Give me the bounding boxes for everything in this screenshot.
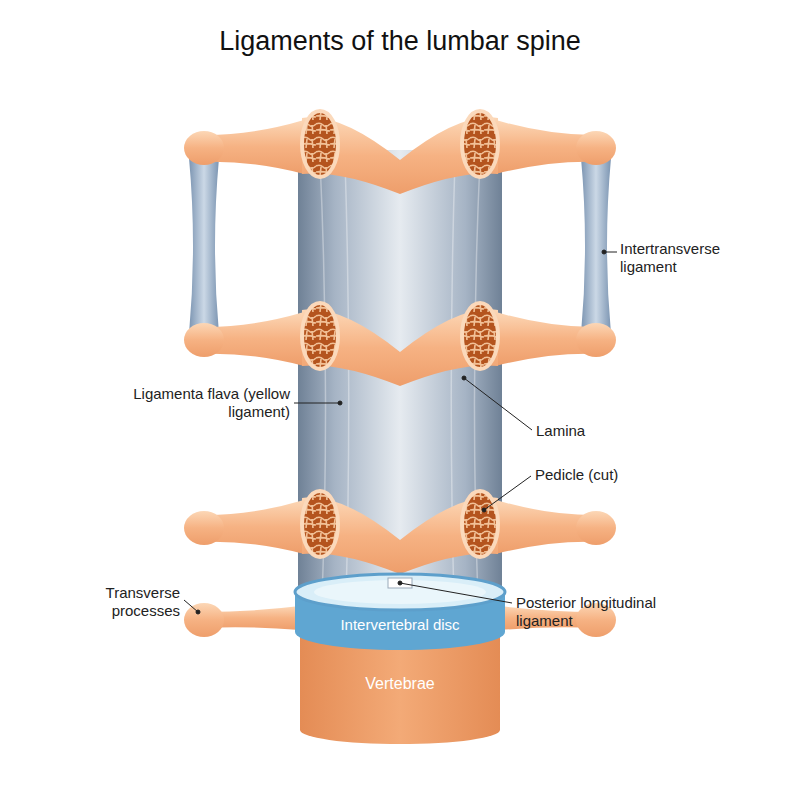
vertebral-body — [300, 636, 500, 744]
vertebral-arch — [184, 303, 616, 386]
disc-box: Intervertebral disc — [305, 612, 495, 636]
vertebral-arch — [184, 111, 616, 194]
part-label: Transverse processes — [80, 584, 180, 620]
posterior-longitudinal-ligament — [388, 578, 412, 588]
part-label: Intertransverse ligament — [620, 240, 760, 276]
node-text: Intervertebral disc — [340, 616, 459, 633]
diagram-title: Ligaments of the lumbar spine — [0, 26, 800, 57]
node-text: Vertebrae — [365, 675, 434, 693]
nucleus — [314, 580, 486, 604]
part-label: Pedicle (cut) — [535, 466, 655, 484]
disc-top — [295, 574, 505, 610]
intertransverse-ligament — [581, 158, 611, 334]
part-label: Posterior longitudinal ligament — [516, 594, 666, 630]
part-label: Lamina — [536, 422, 626, 440]
vertebral-arch — [184, 491, 616, 574]
part-label: Ligamenta flava (yellow ligament) — [110, 385, 290, 421]
vertebra-box: Vertebrae — [325, 669, 475, 699]
transverse-process — [184, 603, 224, 637]
intertransverse-ligament — [189, 158, 219, 334]
